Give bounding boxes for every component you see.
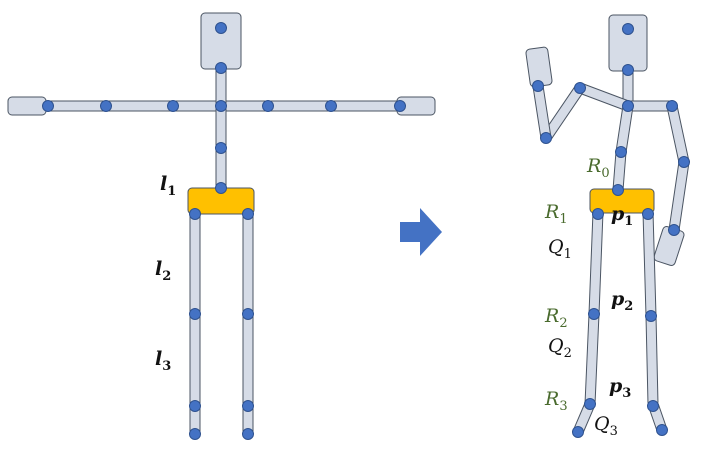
joint-dot	[242, 400, 254, 412]
joint-dot	[189, 308, 201, 320]
joint-dot	[189, 400, 201, 412]
joint-dot	[678, 156, 690, 168]
right-arrow-icon	[400, 208, 442, 256]
joint-dot	[189, 208, 201, 220]
joint-dot	[215, 182, 227, 194]
joint-dot	[242, 428, 254, 440]
joint-dot	[622, 64, 634, 76]
joint-dot	[215, 22, 227, 34]
joint-dot	[242, 208, 254, 220]
joint-dot	[645, 310, 657, 322]
spine-upper	[615, 105, 634, 153]
joint-dot	[100, 100, 112, 112]
right-shin	[645, 315, 659, 405]
label-r3: R3	[544, 388, 568, 414]
left-hand-block	[7, 96, 47, 116]
label-p1: p1	[611, 203, 633, 229]
joint-dot	[262, 100, 274, 112]
shoulder-right	[627, 100, 673, 112]
joint-dot	[666, 100, 678, 112]
right-thigh	[642, 211, 657, 317]
left-shin	[584, 313, 600, 405]
head-block	[200, 12, 242, 70]
left-thigh	[588, 211, 604, 315]
joint-dot	[325, 100, 337, 112]
joint-dot	[394, 100, 406, 112]
label-r2: R2	[544, 305, 568, 331]
label-r0: R0	[586, 155, 610, 181]
label-q3: Q3	[594, 413, 618, 439]
joint-dot	[189, 428, 201, 440]
label-l1: l1	[160, 173, 176, 199]
joint-dot	[215, 142, 227, 154]
joint-dot	[592, 208, 604, 220]
joint-dot	[642, 208, 654, 220]
label-q1: Q1	[548, 236, 572, 262]
label-l3: l3	[155, 348, 171, 374]
joint-dot	[588, 308, 600, 320]
joint-dot	[622, 100, 634, 112]
label-r1: R1	[544, 201, 568, 227]
joint-dot	[215, 62, 227, 74]
joint-dot	[532, 80, 544, 92]
joint-dot	[612, 184, 624, 196]
joint-dot	[215, 100, 227, 112]
label-l2: l2	[155, 258, 171, 284]
joint-dot	[242, 308, 254, 320]
forearm-left-2	[532, 85, 552, 139]
joint-dot	[615, 146, 627, 158]
right-figure-posed	[525, 14, 690, 438]
joint-dot	[167, 100, 179, 112]
joint-dot	[584, 398, 596, 410]
joint-dot	[668, 224, 680, 236]
joint-dot	[647, 400, 659, 412]
joint-dot	[574, 82, 586, 94]
label-q2: Q2	[548, 335, 572, 361]
joint-dot	[656, 424, 668, 436]
joint-dot	[572, 426, 584, 438]
left-figure-t-pose	[7, 12, 436, 440]
label-p3: p3	[609, 375, 631, 401]
upper-arm-right	[666, 104, 690, 164]
label-p2: p2	[611, 288, 633, 314]
forearm-right	[668, 161, 690, 231]
joint-dot	[540, 132, 552, 144]
joint-dot	[42, 100, 54, 112]
joint-dot	[622, 23, 634, 35]
